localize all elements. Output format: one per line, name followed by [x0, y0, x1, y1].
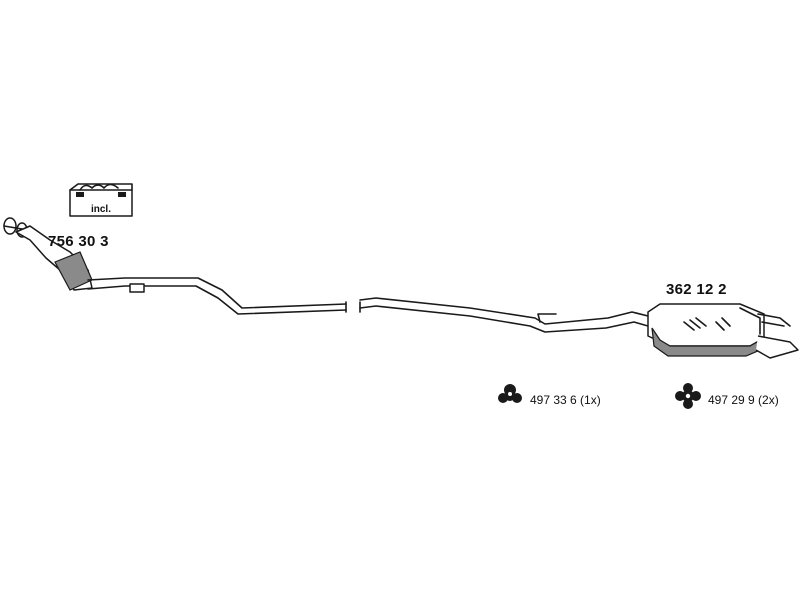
front-pipe-part-number: 756 30 3	[48, 233, 109, 250]
mounting-kit-icon: incl.	[69, 183, 133, 217]
mounting-2-number: 497 29 9 (2x)	[708, 393, 779, 407]
front-pipe-assembly	[3, 217, 347, 315]
rear-silencer	[647, 303, 799, 359]
rear-hanger	[537, 313, 557, 323]
rear-silencer-part-number: 362 12 2	[666, 281, 727, 298]
mounting-legend-2: 497 29 9 (2x)	[675, 383, 779, 409]
four-lobe-rubber-mount-icon	[675, 383, 701, 409]
hanger-bracket	[129, 283, 145, 293]
tailpipe	[755, 335, 799, 359]
mounting-1-number: 497 33 6 (1x)	[530, 393, 601, 407]
kit-badge-label: incl.	[91, 204, 111, 215]
three-lobe-rubber-mount-icon	[498, 384, 522, 403]
rear-pipe-assembly	[359, 297, 649, 333]
mounting-legend-1: 497 33 6 (1x)	[498, 384, 601, 407]
